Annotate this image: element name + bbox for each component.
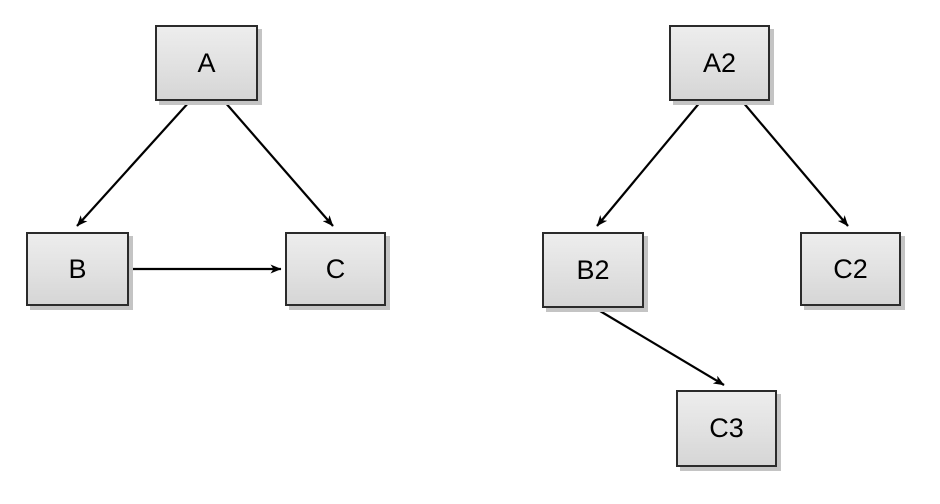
node-b[interactable]: B: [26, 232, 129, 306]
node-a2[interactable]: A2: [669, 25, 770, 101]
node-a-label: A: [197, 47, 216, 78]
node-c[interactable]: C: [285, 232, 386, 306]
node-c-label: C: [325, 253, 346, 284]
node-c3-label: C3: [709, 413, 744, 443]
edge-a-to-c: [223, 100, 334, 227]
node-b2-label: B2: [576, 254, 610, 285]
node-c2-label: C2: [833, 253, 868, 284]
node-a2-label: A2: [702, 47, 737, 78]
node-a[interactable]: A: [155, 25, 258, 101]
node-c2[interactable]: C2: [800, 232, 901, 306]
node-c3[interactable]: C3: [676, 390, 777, 467]
edge-a2-to-c2: [741, 100, 849, 227]
node-b2[interactable]: B2: [542, 232, 644, 308]
edge-a2-to-b2: [596, 100, 702, 227]
edge-a-to-b: [76, 100, 191, 227]
edge-b2-to-c3: [594, 307, 725, 386]
node-b-label: B: [68, 253, 87, 284]
